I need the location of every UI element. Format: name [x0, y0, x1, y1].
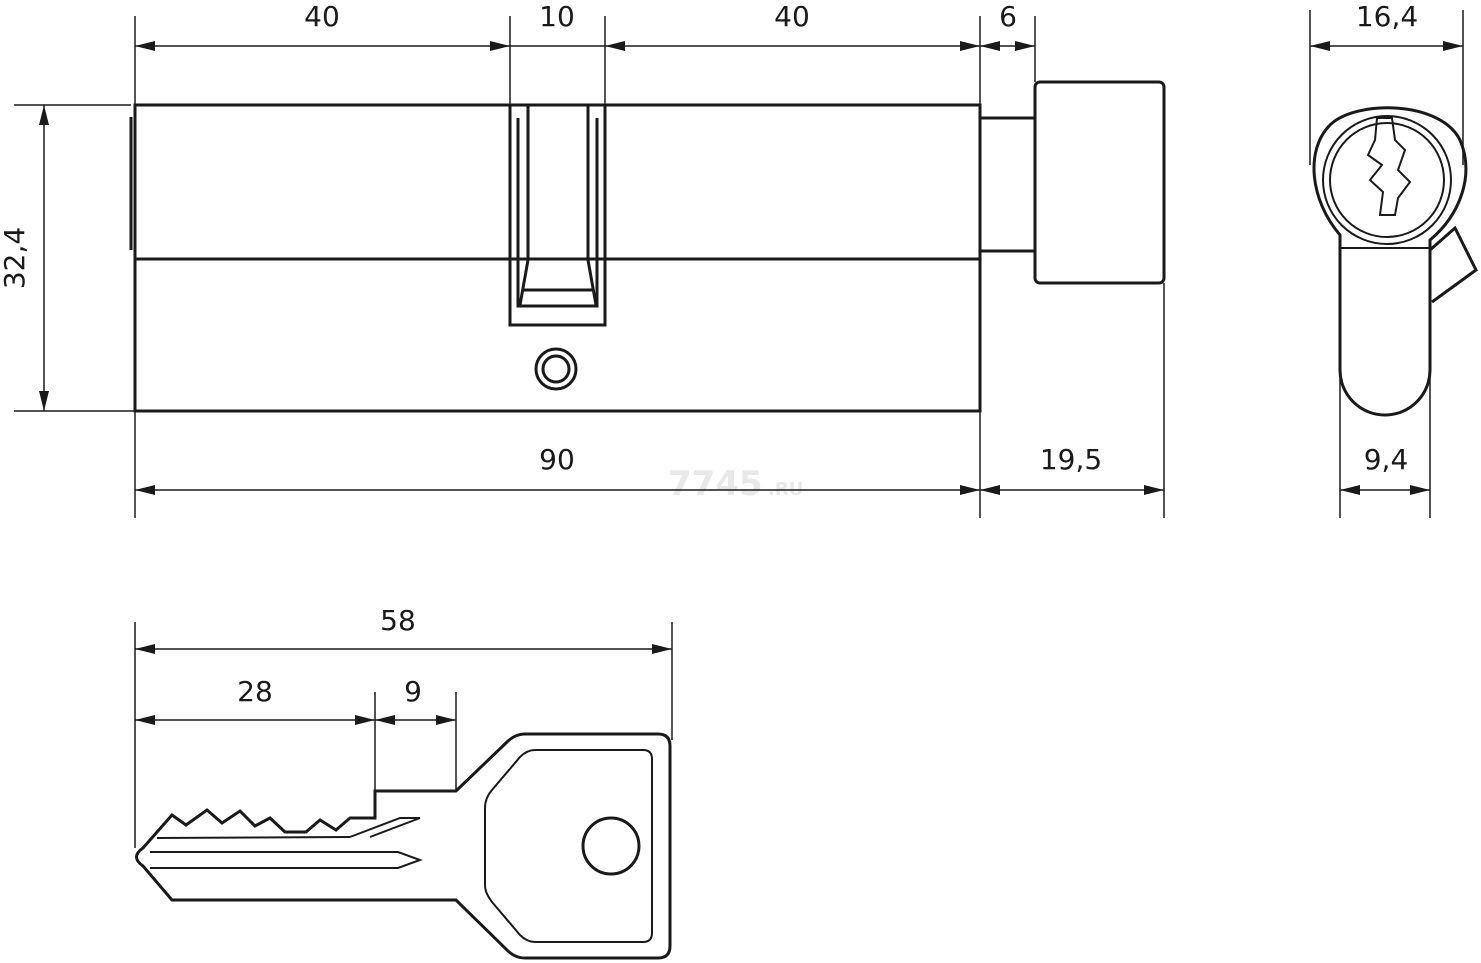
label-knob-19-5: 19,5: [1040, 443, 1102, 476]
screw-hole-outer: [534, 347, 578, 391]
label-right-40: 40: [774, 0, 810, 33]
cylinder-front-view: [129, 80, 1166, 413]
key-view: [135, 732, 672, 960]
key-dimension-lines: [135, 644, 672, 725]
key-groove-upper: [349, 817, 421, 838]
screw-hole-inner: [541, 354, 571, 384]
label-key-58: 58: [380, 604, 416, 637]
cam-slot: [508, 105, 607, 327]
profile-extension-lines: [1309, 10, 1464, 518]
front-dimension-labels: 40 10 40 6 32,4 90 19,5: [0, 0, 1102, 476]
key-groove-lower: [150, 851, 423, 869]
watermark-text: 7745: [668, 464, 763, 504]
label-left-40: 40: [304, 0, 340, 33]
thumb-turn-knob: [1033, 80, 1166, 285]
label-key-9: 9: [404, 675, 422, 708]
key-blade-edge: [156, 836, 351, 839]
label-gap-6: 6: [999, 0, 1017, 33]
keyway: [1366, 117, 1412, 216]
front-extension-lines: [14, 16, 1165, 518]
label-height-32-4: 32,4: [0, 227, 31, 289]
label-key-28: 28: [237, 675, 273, 708]
knob-spindle: [978, 116, 1037, 253]
watermark: 7745 .RU: [668, 464, 803, 504]
key-extension-lines: [134, 622, 673, 848]
key-hole: [581, 816, 641, 876]
key-outline: [135, 732, 672, 960]
profile-plug-outer: [1322, 115, 1452, 245]
label-profile-16-4: 16,4: [1356, 0, 1418, 33]
profile-dimension-lines: [1310, 41, 1463, 495]
cam-arm: [518, 120, 598, 306]
label-total-90: 90: [539, 443, 575, 476]
profile-plug-inner: [1329, 122, 1445, 238]
cam-top-marks: [526, 105, 590, 120]
key-bow-inner: [484, 749, 653, 943]
cylinder-profile-view: [1312, 106, 1478, 417]
label-cam-10: 10: [539, 0, 575, 33]
key-dimension-labels: 58 28 9: [237, 604, 422, 708]
profile-cam: [1429, 225, 1478, 304]
cam-outer: [516, 118, 599, 308]
profile-dimension-labels: 16,4 9,4: [1356, 0, 1418, 476]
front-dimension-lines: [39, 41, 1164, 495]
profile-outline: [1312, 106, 1468, 417]
label-profile-9-4: 9,4: [1364, 443, 1409, 476]
